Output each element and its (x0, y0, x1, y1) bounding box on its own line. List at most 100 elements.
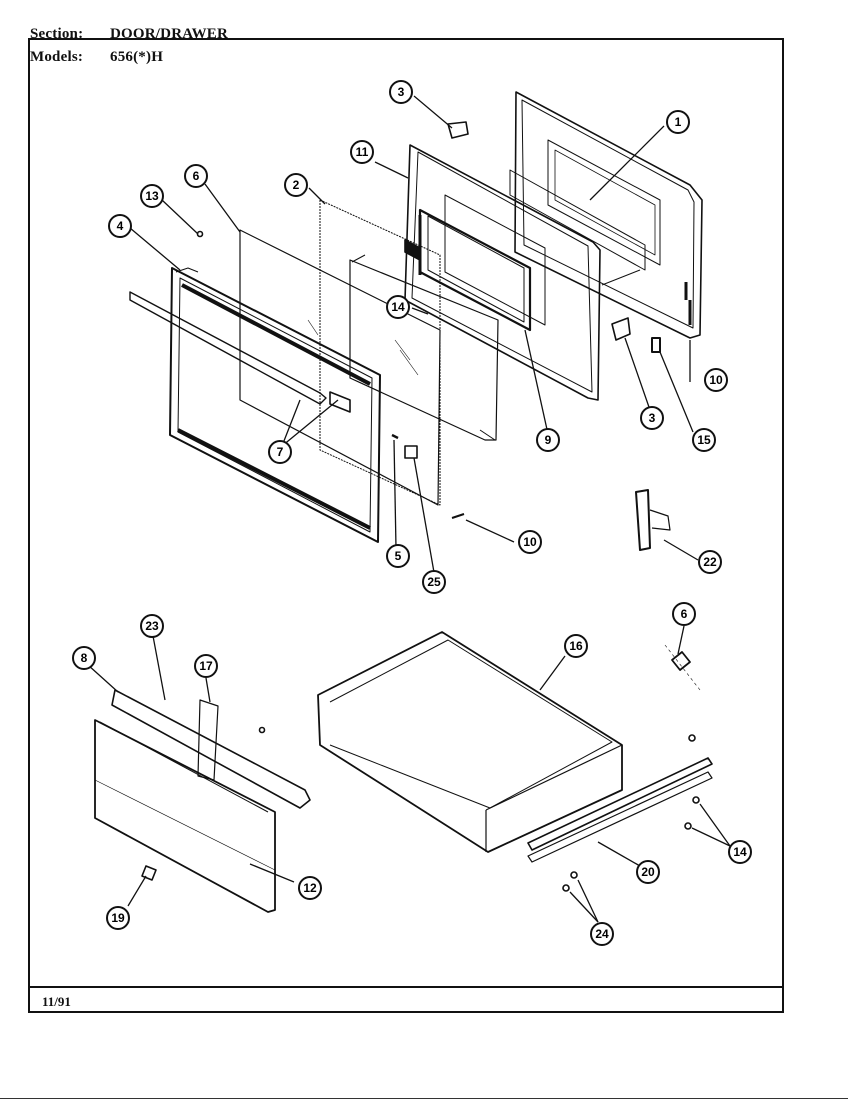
callout-6b: 6 (672, 602, 696, 626)
callout-circle (350, 140, 374, 164)
callout-number: 15 (697, 433, 711, 447)
rail-screw-bottom (684, 822, 692, 830)
callout-13: 13 (140, 184, 164, 208)
callout-circle (386, 295, 410, 319)
callout-circle (389, 80, 413, 104)
callout-circle (536, 428, 560, 452)
callout-6a: 6 (184, 164, 208, 188)
callout-10a: 10 (704, 368, 728, 392)
callout-number: 12 (303, 881, 317, 895)
hinge-screw (451, 513, 465, 519)
callout-circle (184, 164, 208, 188)
callout-number: 22 (703, 555, 717, 569)
models-label: Models: (30, 49, 84, 65)
callout-circle (672, 602, 696, 626)
callout-circle (72, 646, 96, 670)
side-bracket (611, 317, 631, 341)
callout-4: 4 (108, 214, 132, 238)
door-liner-panel (509, 169, 646, 286)
door-spring (651, 337, 661, 353)
door-handle (129, 291, 351, 413)
callout-20: 20 (636, 860, 660, 884)
callout-circle (636, 860, 660, 884)
inner-window-frame (418, 208, 532, 332)
callout-circle (386, 544, 410, 568)
callout-11: 11 (350, 140, 374, 164)
callout-number: 1 (675, 115, 682, 129)
door-hinge (635, 489, 671, 551)
callout-number: 10 (709, 373, 723, 387)
callout-circle (140, 614, 164, 638)
callout-number: 3 (398, 85, 405, 99)
callout-14b: 14 (728, 840, 752, 864)
callout-number: 14 (391, 300, 405, 314)
callout-number: 19 (111, 911, 125, 925)
callout-25: 25 (422, 570, 446, 594)
door-screw (391, 433, 399, 440)
callout-number: 16 (569, 639, 583, 653)
callout-number: 3 (649, 411, 656, 425)
outer-door-panel (514, 91, 703, 339)
callout-10b: 10 (518, 530, 542, 554)
callout-number: 5 (395, 549, 402, 563)
callout-3a: 3 (389, 80, 413, 104)
callout-number: 13 (145, 189, 159, 203)
callout-8: 8 (72, 646, 96, 670)
callout-number: 23 (145, 619, 159, 633)
drawer-glide (664, 644, 701, 742)
bracket-screw (258, 726, 266, 734)
callout-number: 2 (293, 178, 300, 192)
rail-screw-front (570, 871, 578, 879)
callout-12: 12 (298, 876, 322, 900)
callout-24: 24 (590, 922, 614, 946)
door-frame (404, 144, 601, 401)
callout-7: 7 (268, 440, 292, 464)
callout-circle (518, 530, 542, 554)
callout-circle (666, 110, 690, 134)
callout-circle (698, 550, 722, 574)
callout-14a: 14 (386, 295, 410, 319)
callout-23: 23 (140, 614, 164, 638)
callout-circle (194, 654, 218, 678)
callout-number: 14 (733, 845, 747, 859)
callout-circle (692, 428, 716, 452)
callout-circle (728, 840, 752, 864)
rail-screw-top (692, 796, 700, 804)
glass-panel (319, 199, 441, 506)
frame-screw (196, 230, 204, 238)
drawer-rail (527, 757, 713, 863)
callout-number: 25 (427, 575, 441, 589)
callout-number: 17 (199, 659, 213, 673)
callout-number: 24 (595, 927, 609, 941)
callout-circle (106, 906, 130, 930)
heat-shield-panel (349, 254, 499, 441)
callout-17: 17 (194, 654, 218, 678)
callout-circle (590, 922, 614, 946)
callout-number: 6 (681, 607, 688, 621)
page-bottom-rule (0, 1098, 848, 1099)
front-door-frame (169, 267, 381, 543)
front-glass (239, 229, 441, 506)
top-bracket (447, 121, 469, 139)
callout-circle (704, 368, 728, 392)
callout-1: 1 (666, 110, 690, 134)
callout-number: 4 (117, 219, 124, 233)
callout-number: 8 (81, 651, 88, 665)
callout-9: 9 (536, 428, 560, 452)
callout-circle (140, 184, 164, 208)
callout-2: 2 (284, 173, 308, 197)
callout-circle (284, 173, 308, 197)
callout-circle (298, 876, 322, 900)
callout-circle (268, 440, 292, 464)
callout-number: 7 (277, 445, 284, 459)
callout-layer: 1233456678910101112131414151617192022232… (72, 80, 752, 946)
callout-19: 19 (106, 906, 130, 930)
callout-5: 5 (386, 544, 410, 568)
callout-3b: 3 (640, 406, 664, 430)
footer-divider (28, 986, 784, 988)
callout-16: 16 (564, 634, 588, 658)
callout-22: 22 (698, 550, 722, 574)
callout-circle (564, 634, 588, 658)
rail-screw-rear (562, 884, 570, 892)
